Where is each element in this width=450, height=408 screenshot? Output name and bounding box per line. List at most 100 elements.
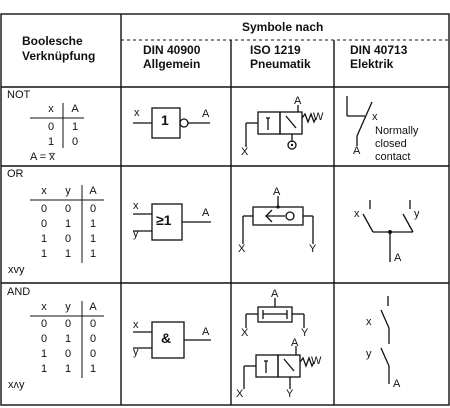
and-formula: xʌy [8,379,25,391]
gate-input-x: x [133,319,139,331]
truth-cell: 0 [64,233,72,245]
truth-cell: 0 [40,318,48,330]
truth-cell: 1 [64,363,72,375]
pneumatic-port-a: A [291,337,299,349]
row-or-title: OR [7,168,24,180]
truth-header-x: x [48,103,54,115]
truth-cell: 0 [47,121,55,133]
pneumatic-spring-w: W [311,355,322,367]
truth-cell: 0 [89,348,97,360]
truth-cell: 0 [40,203,48,215]
contact-input-x: x [372,111,378,123]
contact-input-y: y [366,348,372,360]
row-not-title: NOT [7,89,31,101]
truth-cell: 1 [64,333,72,345]
gate-input-x: x [134,107,140,119]
pneumatic-port-x: X [241,327,249,339]
header-iso1219-line1: ISO 1219 [250,43,301,57]
truth-cell: 0 [40,333,48,345]
gate-output-a: A [202,108,210,120]
truth-header-y: y [65,185,71,197]
truth-cell: 0 [71,136,79,148]
truth-cell: 1 [47,136,55,148]
truth-cell: 0 [89,318,97,330]
truth-cell: 1 [89,218,97,230]
truth-header-x: x [41,185,47,197]
gate-output-a: A [202,326,210,338]
contact-input-x: x [366,316,372,328]
gate-symbol-text: ≥1 [156,212,172,228]
truth-cell: 0 [89,203,97,215]
truth-header-x: x [41,301,47,313]
contact-output-a: A [353,145,361,157]
pneumatic-spring-w: W [313,111,324,123]
pneumatic-port-y: Y [309,243,317,255]
truth-cell: 1 [40,233,48,245]
contact-input-y: y [414,208,420,220]
pneumatic-port-a: A [271,288,279,300]
header-din40900-line1: DIN 40900 [143,43,201,57]
header-din40900-line2: Allgemein [143,57,201,71]
header-group-title: Symbole nach [242,20,324,34]
gate-input-y: y [133,346,139,358]
contact-note-line3: contact [375,151,411,163]
pneumatic-port-a: A [273,186,281,198]
truth-cell: 1 [40,348,48,360]
truth-cell: 0 [64,348,72,360]
truth-cell: 0 [64,203,72,215]
truth-header-a: A [71,103,79,115]
gate-input-y: y [133,228,139,240]
contact-note-line1: Normally [375,125,419,137]
pneumatic-port-x: X [236,388,244,400]
contact-input-x: x [354,208,360,220]
truth-cell: 1 [64,218,72,230]
truth-cell: 0 [89,333,97,345]
truth-cell: 0 [40,218,48,230]
truth-cell: 1 [64,248,72,260]
contact-note-line2: closed [375,138,407,150]
truth-cell: 1 [40,248,48,260]
truth-cell: 1 [89,363,97,375]
header-din40713-line1: DIN 40713 [350,43,408,57]
contact-output-a: A [394,252,402,264]
pneumatic-port-a: A [294,95,302,107]
truth-cell: 1 [89,248,97,260]
row-and-title: AND [7,286,31,298]
truth-cell: 1 [89,233,97,245]
header-din40713-line2: Elektrik [350,57,394,71]
header-boolean-line2: Verknüpfung [22,49,96,63]
gate-symbol-text: & [161,330,172,346]
gate-input-x: x [133,200,139,212]
gate-output-a: A [202,207,210,219]
pneumatic-port-y: Y [286,388,294,400]
truth-header-y: y [65,301,71,313]
truth-cell: 1 [40,363,48,375]
pneumatic-port-x: X [238,243,246,255]
truth-header-a: A [89,301,97,313]
truth-header-a: A [89,185,97,197]
contact-output-a: A [393,378,401,390]
truth-cell: 1 [71,121,79,133]
pneumatic-port-x: X [241,146,249,158]
header-boolean-line1: Boolesche [22,34,83,48]
pneumatic-port-y: Y [301,327,309,339]
not-formula: A = x̅ [30,151,55,163]
gate-symbol-text: 1 [161,112,169,128]
header-iso1219-line2: Pneumatik [250,57,311,71]
or-formula: xvy [8,264,25,276]
truth-cell: 0 [64,318,72,330]
